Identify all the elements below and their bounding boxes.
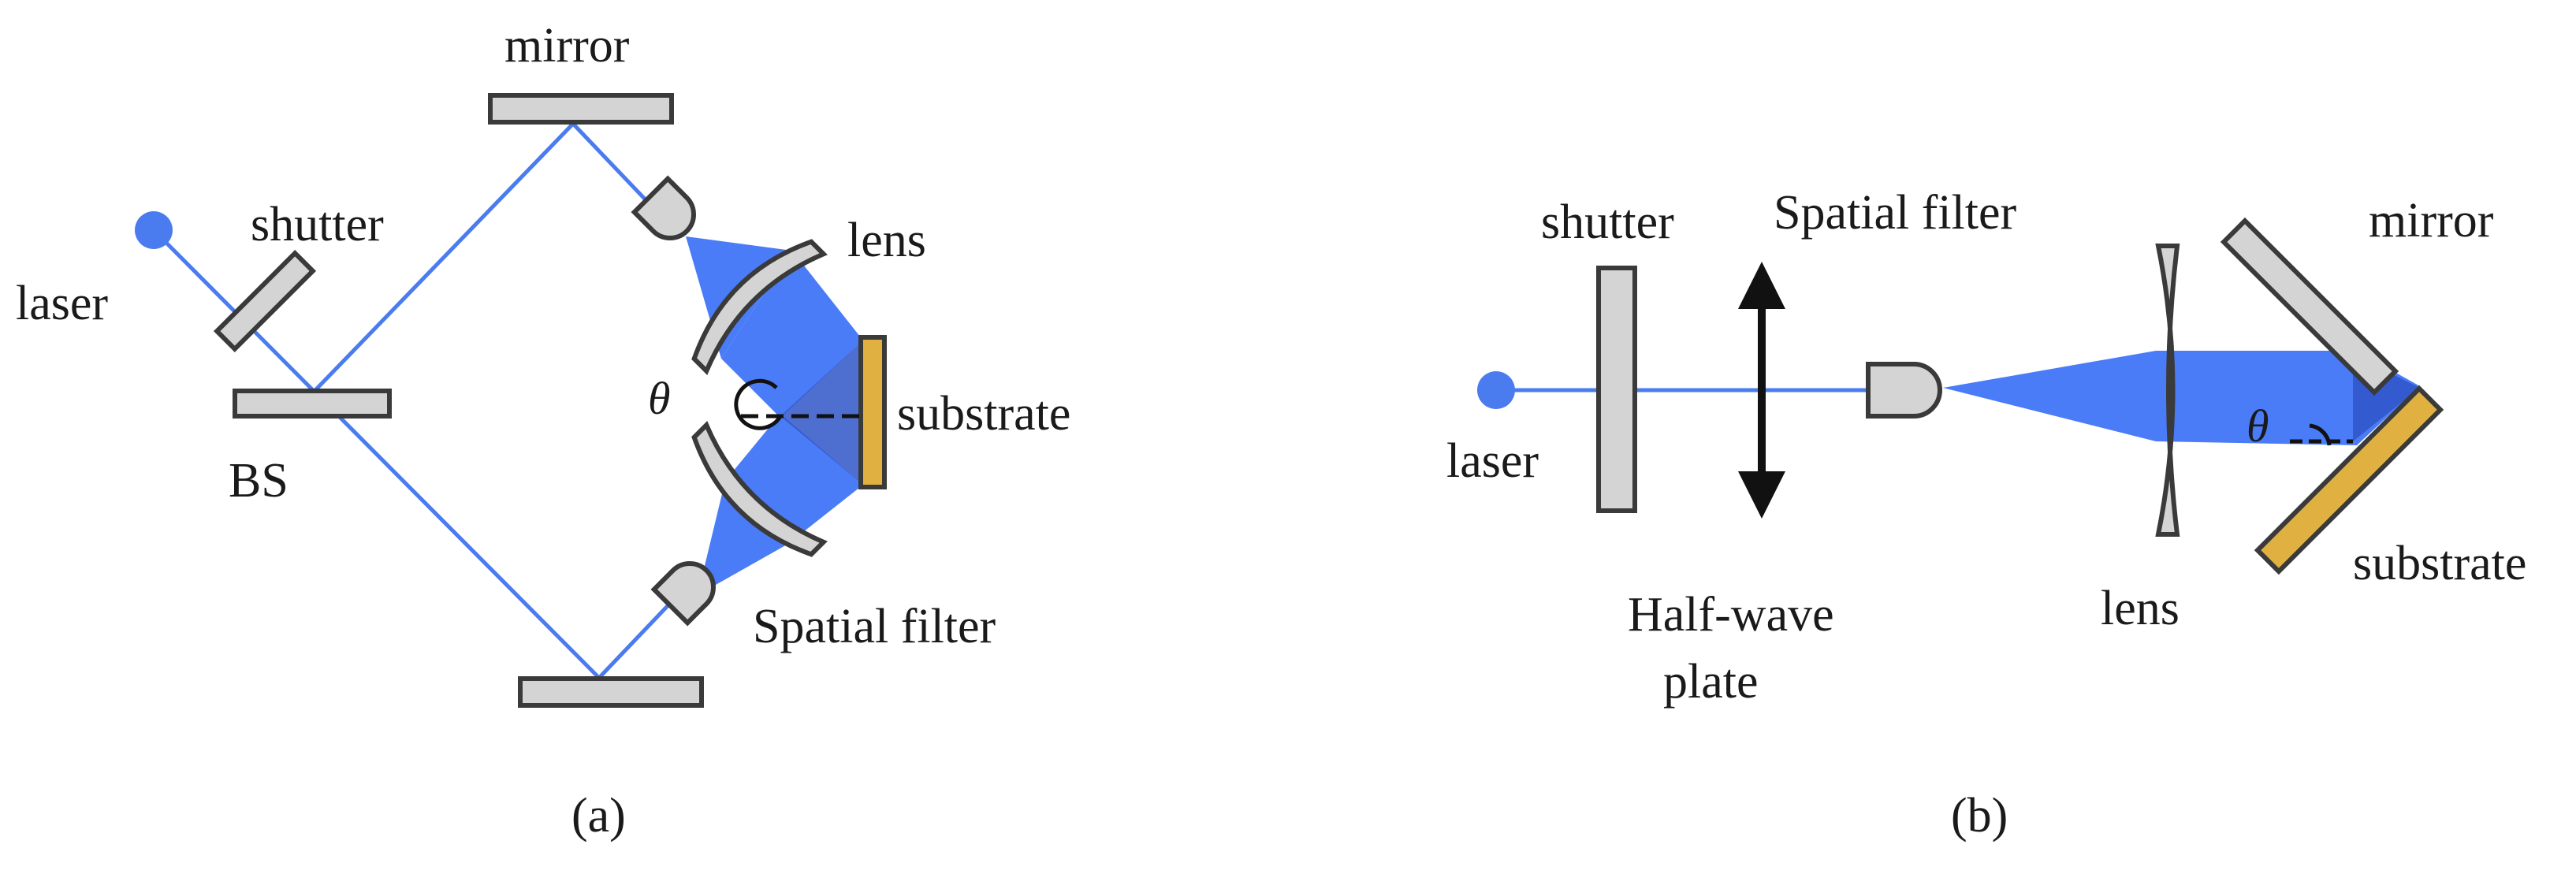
- shutter-a: [213, 249, 317, 353]
- label-half-wave-line2: plate: [1663, 655, 1759, 709]
- ray-a-bs-to-upper-mirror: [314, 122, 575, 392]
- label-spatial-filter-b: Spatial filter: [1774, 186, 2017, 240]
- spatial-filter-b-icon: [1866, 362, 1942, 419]
- beam-a-upper-collimated: [721, 251, 863, 418]
- shutter-b: [1596, 266, 1637, 513]
- label-mirror-a: mirror: [504, 19, 630, 73]
- ray-a-laser-to-lower-mirror: [152, 229, 601, 679]
- label-laser-a: laser: [16, 277, 108, 330]
- label-shutter-b: shutter: [1541, 195, 1674, 249]
- beam-splitter-a: [233, 389, 392, 419]
- spatial-filter-a-upper-icon: [631, 175, 696, 240]
- beam-a-interference-region: [780, 340, 863, 485]
- panel-b: shutter Spatial filter mirror laser θ Ha…: [1446, 186, 2526, 843]
- label-half-wave-line1: Half-wave: [1628, 588, 1834, 642]
- spatial-filter-a-lower-icon: [650, 561, 716, 627]
- label-shutter-a: shutter: [251, 198, 384, 251]
- mirror-a-upper: [488, 93, 674, 125]
- substrate-a: [858, 335, 887, 489]
- mirror-a-lower: [518, 676, 704, 708]
- substrate-b: [2254, 385, 2444, 575]
- lens-b-icon: [2155, 244, 2180, 537]
- ray-a-upper-mirror-to-filter: [571, 122, 656, 210]
- label-laser-b: laser: [1446, 434, 1539, 488]
- label-bs-a: BS: [229, 454, 288, 508]
- label-lens-a: lens: [847, 214, 926, 267]
- label-substrate-a: substrate: [897, 387, 1070, 441]
- label-theta-b: θ: [2247, 400, 2269, 452]
- label-theta-a: θ: [648, 373, 671, 424]
- label-spatial-filter-a: Spatial filter: [753, 600, 996, 653]
- label-substrate-b: substrate: [2353, 537, 2526, 590]
- caption-b: (b): [1951, 789, 2008, 843]
- mirror-b: [2220, 217, 2399, 396]
- laser-source-b-icon: [1477, 371, 1515, 409]
- beam-a-lower-expanding: [698, 481, 788, 595]
- lens-a-lower-icon: [691, 421, 828, 557]
- panel-a: mirror laser shutter BS lens θ substrate…: [16, 19, 1070, 843]
- lens-a-upper-icon: [691, 239, 828, 375]
- laser-source-a-icon: [135, 211, 173, 249]
- theta-arc-a: [734, 378, 783, 430]
- label-lens-b: lens: [2101, 582, 2180, 635]
- beam-b-expanding: [1943, 351, 2156, 441]
- ray-a-lower-mirror-to-filter: [597, 593, 679, 679]
- label-mirror-b: mirror: [2369, 194, 2494, 247]
- caption-a: (a): [571, 789, 626, 843]
